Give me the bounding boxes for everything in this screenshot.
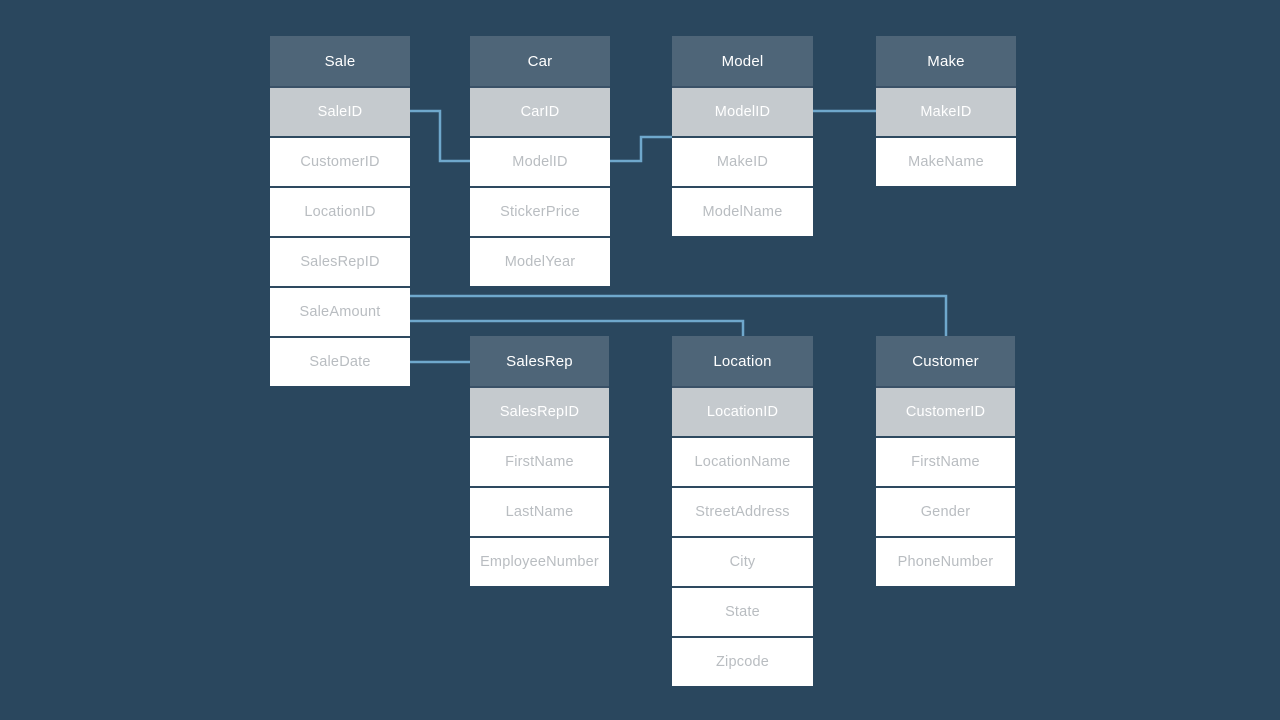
field-model-makeid[interactable]: MakeID [672, 136, 813, 186]
primary-key-field-customer-customerid[interactable]: CustomerID [876, 386, 1015, 436]
field-location-state[interactable]: State [672, 586, 813, 636]
field-car-modelid[interactable]: ModelID [470, 136, 610, 186]
relationship-line-sale-customer [410, 294, 948, 336]
entity-title-customer: Customer [876, 336, 1015, 386]
primary-key-field-location-locationid[interactable]: LocationID [672, 386, 813, 436]
field-car-modelyear[interactable]: ModelYear [470, 236, 610, 286]
field-location-locationname[interactable]: LocationName [672, 436, 813, 486]
field-sale-saledate[interactable]: SaleDate [270, 336, 410, 386]
field-salesrep-firstname[interactable]: FirstName [470, 436, 609, 486]
entity-title-model: Model [672, 36, 813, 86]
field-sale-customerid[interactable]: CustomerID [270, 136, 410, 186]
entity-title-make: Make [876, 36, 1016, 86]
primary-key-field-sale-saleid[interactable]: SaleID [270, 86, 410, 136]
relationship-line-sale-car [410, 109, 470, 163]
field-salesrep-employeenumber[interactable]: EmployeeNumber [470, 536, 609, 586]
field-location-zipcode[interactable]: Zipcode [672, 636, 813, 686]
entity-title-sale: Sale [270, 36, 410, 86]
field-sale-locationid[interactable]: LocationID [270, 186, 410, 236]
primary-key-field-make-makeid[interactable]: MakeID [876, 86, 1016, 136]
field-sale-saleamount[interactable]: SaleAmount [270, 286, 410, 336]
relationship-line-car-model [610, 135, 672, 163]
field-make-makename[interactable]: MakeName [876, 136, 1016, 186]
field-location-city[interactable]: City [672, 536, 813, 586]
field-customer-gender[interactable]: Gender [876, 486, 1015, 536]
field-salesrep-lastname[interactable]: LastName [470, 486, 609, 536]
primary-key-field-model-modelid[interactable]: ModelID [672, 86, 813, 136]
field-location-streetaddress[interactable]: StreetAddress [672, 486, 813, 536]
primary-key-field-car-carid[interactable]: CarID [470, 86, 610, 136]
field-model-modelname[interactable]: ModelName [672, 186, 813, 236]
field-car-stickerprice[interactable]: StickerPrice [470, 186, 610, 236]
primary-key-field-salesrep-salesrepid[interactable]: SalesRepID [470, 386, 609, 436]
entity-title-car: Car [470, 36, 610, 86]
field-customer-firstname[interactable]: FirstName [876, 436, 1015, 486]
entity-title-salesrep: SalesRep [470, 336, 609, 386]
entity-title-location: Location [672, 336, 813, 386]
field-sale-salesrepid[interactable]: SalesRepID [270, 236, 410, 286]
relationship-line-sale-location [410, 319, 745, 336]
field-customer-phonenumber[interactable]: PhoneNumber [876, 536, 1015, 586]
